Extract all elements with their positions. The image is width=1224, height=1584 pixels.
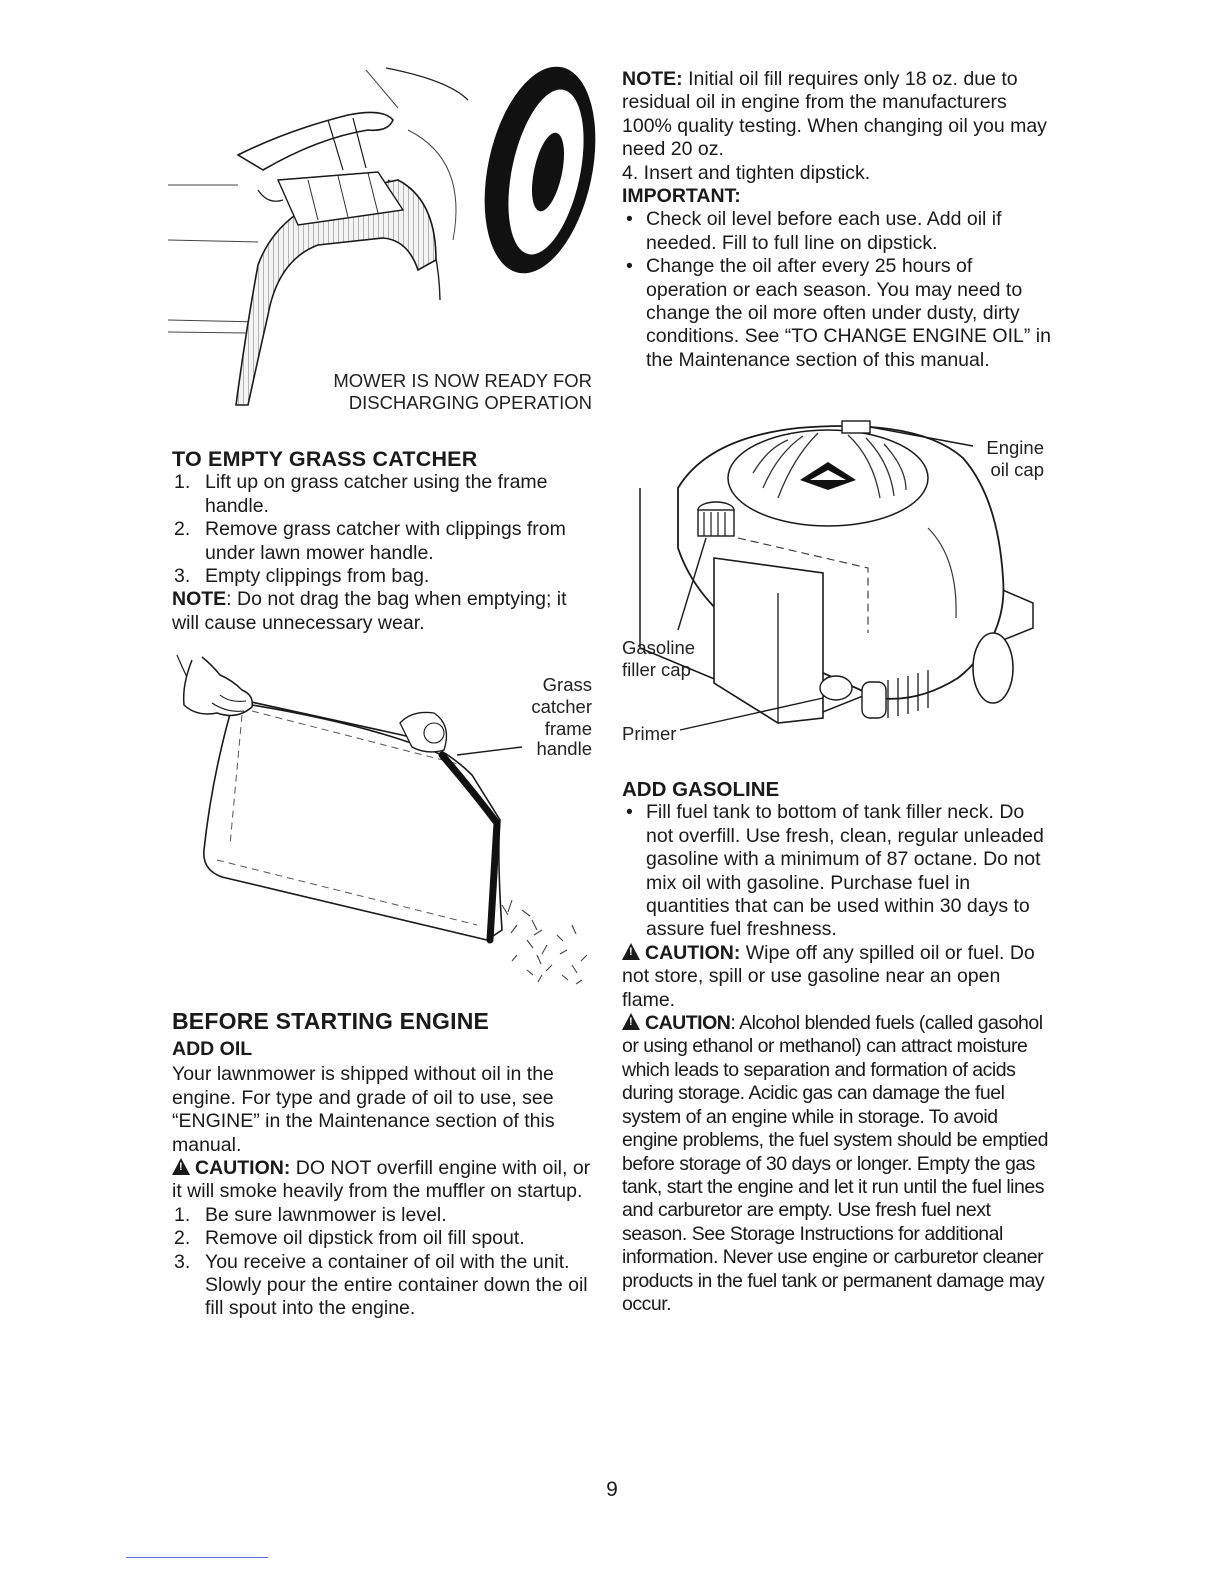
list-item: 3.You receive a container of oil with th… xyxy=(174,1250,588,1320)
add-gasoline-list: Fill fuel tank to bottom of tank filler … xyxy=(622,801,1052,941)
empty-catcher-title: TO EMPTY GRASS CATCHER xyxy=(172,447,478,471)
oil-note-section: NOTE: Initial oil fill requires only 18 … xyxy=(622,68,1052,372)
engine-oil-cap-label-line2: oil cap xyxy=(991,459,1044,480)
empty-catcher-steps: 1.Lift up on grass catcher using the fra… xyxy=(172,471,597,588)
list-item: Check oil level before each use. Add oil… xyxy=(622,208,1052,255)
empty-catcher-section: TO EMPTY GRASS CATCHER 1.Lift up on gras… xyxy=(172,447,597,635)
add-oil-caution: CAUTION: DO NOT overfill engine with oil… xyxy=(172,1157,597,1204)
add-gasoline-title: ADD GASOLINE xyxy=(622,778,780,801)
list-item: 3.Empty clippings from bag. xyxy=(174,565,430,588)
primer-label: Primer xyxy=(622,723,676,744)
gasoline-caution-2: CAUTION: Alcohol blended fuels (called g… xyxy=(622,1012,1052,1316)
list-item: 2.Remove oil dipstick from oil fill spou… xyxy=(174,1227,525,1250)
footer-rule xyxy=(126,1557,268,1558)
grass-catcher-label-line1: Grass xyxy=(543,674,592,695)
list-item: 1.Be sure lawnmower is level. xyxy=(174,1203,447,1226)
grass-catcher-label-line4: handle xyxy=(536,738,592,759)
warning-icon xyxy=(622,942,640,960)
page-number: 9 xyxy=(606,1478,618,1501)
grass-catcher-label-line3: frame xyxy=(545,718,592,739)
grass-catcher-illustration: Grass catcher frame handle xyxy=(176,655,592,985)
list-item: 2.Remove grass catcher with clippings fr… xyxy=(174,518,566,564)
before-starting-title: BEFORE STARTING ENGINE xyxy=(172,1008,490,1034)
engine-oil-cap-label-line1: Engine xyxy=(986,437,1044,458)
empty-catcher-note: NOTE: Do not drag the bag when emptying;… xyxy=(172,588,567,634)
add-oil-title: ADD OIL xyxy=(172,1038,253,1060)
list-item: Fill fuel tank to bottom of tank filler … xyxy=(622,801,1052,941)
gasoline-cap-label-line1: Gasoline xyxy=(622,637,695,658)
gasoline-cap-label-line2: filler cap xyxy=(622,659,691,680)
mower-caption-line1: MOWER IS NOW READY FOR xyxy=(333,370,592,391)
before-starting-section: BEFORE STARTING ENGINE ADD OIL Your lawn… xyxy=(172,1008,597,1321)
important-list: Check oil level before each use. Add oil… xyxy=(622,208,1052,372)
grass-catcher-label-line2: catcher xyxy=(531,696,592,717)
list-item: 1.Lift up on grass catcher using the fra… xyxy=(174,471,548,517)
mower-illustration: MOWER IS NOW READY FOR DISCHARGING OPERA… xyxy=(168,66,596,413)
gasoline-caution-1: CAUTION: Wipe off any spilled oil or fue… xyxy=(622,942,1052,1012)
add-oil-paragraph: Your lawnmower is shipped without oil in… xyxy=(172,1063,555,1156)
important-title: IMPORTANT: xyxy=(622,185,741,208)
mower-caption-line2: DISCHARGING OPERATION xyxy=(349,392,592,413)
add-gasoline-section: ADD GASOLINE Fill fuel tank to bottom of… xyxy=(622,778,1052,1316)
engine-illustration: Engine oil cap Gasoline filler cap Prime… xyxy=(622,420,1044,744)
step-4: 4. Insert and tighten dipstick. xyxy=(622,161,871,184)
warning-icon xyxy=(622,1013,640,1031)
warning-icon xyxy=(172,1158,190,1176)
oil-fill-note: NOTE: Initial oil fill requires only 18 … xyxy=(622,68,1047,161)
list-item: Change the oil after every 25 hours of o… xyxy=(622,255,1052,372)
add-oil-steps: 1.Be sure lawnmower is level. 2.Remove o… xyxy=(172,1204,597,1321)
